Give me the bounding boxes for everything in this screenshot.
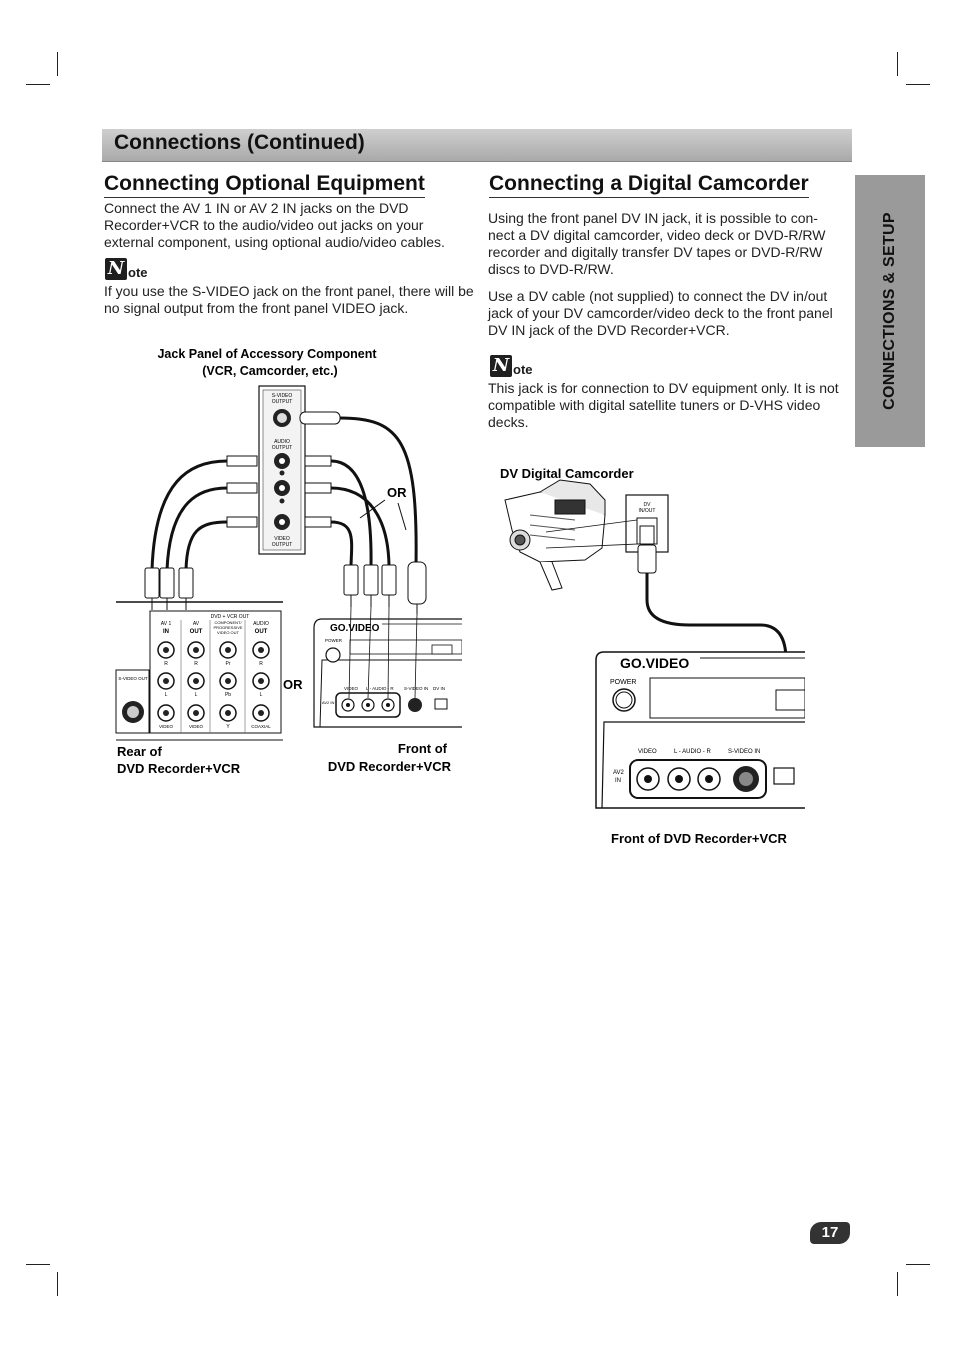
- rear-coaxial-label: COAXIAL: [251, 724, 271, 729]
- front-brand-right: GO.VIDEO: [620, 655, 689, 671]
- acc-audio-output-label: OUTPUT: [272, 445, 293, 451]
- front-caption-right: Front of DVD Recorder+VCR: [611, 831, 787, 846]
- optional-equipment-diagram: Jack Panel of Accessory Component (VCR, …: [115, 347, 462, 776]
- front-laudio-label-right: L - AUDIO - R: [674, 749, 711, 755]
- col-audio-out-label: OUT: [255, 629, 268, 635]
- front-av2-label-left: AV2 IN: [322, 700, 334, 705]
- right-heading: Connecting a Digital Camcorder: [489, 172, 809, 198]
- acc-svideo-output-label: OUTPUT: [272, 399, 293, 405]
- front-av2-label-right: AV2: [613, 770, 625, 776]
- dv-label-1: DV: [644, 502, 652, 508]
- rear-l-label-3: L: [260, 692, 263, 698]
- crop-mark: [57, 52, 58, 76]
- col-out-label: OUT: [190, 629, 203, 635]
- rear-caption-line2: DVD Recorder+VCR: [117, 761, 241, 776]
- note-icon: N: [490, 355, 512, 377]
- or-label-middle: OR: [283, 677, 303, 692]
- left-note-heading: N ote: [105, 258, 148, 280]
- front-in-label-right: IN: [615, 778, 621, 784]
- rear-l-label-2: L: [195, 692, 198, 698]
- col-audio-label: AUDIO: [253, 621, 269, 627]
- left-note-text: If you use the S-VIDEO jack on the front…: [104, 283, 474, 316]
- side-tab: CONNECTIONS & SETUP: [855, 175, 925, 447]
- front-svideo-label-right: S-VIDEO IN: [728, 749, 760, 755]
- or-label-top: OR: [387, 485, 407, 500]
- col-comp-label-1: COMPONENT/: [214, 620, 242, 625]
- front-dvin-label-left: DV IN: [433, 686, 445, 691]
- front-video-label-left: VIDEO: [344, 686, 359, 691]
- page-number: 17: [810, 1222, 850, 1244]
- note-icon: N: [105, 258, 127, 280]
- camcorder-caption: DV Digital Camcorder: [500, 466, 634, 481]
- diagram-title-line1: Jack Panel of Accessory Component: [157, 347, 377, 361]
- col-in-label: IN: [163, 629, 169, 635]
- page-title: Connections (Continued): [114, 131, 365, 154]
- acc-video-output-label: OUTPUT: [272, 542, 293, 548]
- rear-l-label-1: L: [165, 692, 168, 698]
- note-word: ote: [513, 362, 533, 377]
- rear-svideo-out-label: S-VIDEO OUT: [118, 676, 148, 681]
- rear-y-label: Y: [226, 724, 230, 730]
- crop-mark: [906, 84, 930, 85]
- rear-r-label-2: R: [194, 661, 198, 667]
- camcorder-illustration: [504, 479, 606, 591]
- front-caption-line2: DVD Recorder+VCR: [328, 759, 452, 774]
- front-power-right: POWER: [610, 679, 636, 686]
- acc-audio-label: AUDIO: [274, 439, 290, 445]
- front-video-label-right: VIDEO: [638, 749, 657, 755]
- rear-video-label-1: VIDEO: [159, 724, 174, 729]
- col-av-label: AV: [193, 621, 200, 627]
- rear-pb-label: Pb: [225, 692, 231, 698]
- crop-mark: [897, 1272, 898, 1296]
- rear-r-label-1: R: [164, 661, 168, 667]
- right-note-heading: N ote: [490, 355, 533, 377]
- section-banner: Connections (Continued): [102, 129, 852, 162]
- front-brand-left: GO.VIDEO: [330, 623, 380, 634]
- rear-r-label-3: R: [259, 661, 263, 667]
- left-heading: Connecting Optional Equipment: [104, 172, 425, 198]
- front-svideo-label-left: S-VIDEO IN: [404, 686, 428, 691]
- col-comp-label-3: VIDEO OUT: [217, 630, 240, 635]
- crop-mark: [897, 52, 898, 76]
- right-note-text: This jack is for connection to DV equipm…: [488, 380, 839, 430]
- rear-panel-header: DVD + VCR OUT: [211, 614, 250, 620]
- right-para2: Use a DV cable (not supplied) to connect…: [488, 288, 833, 338]
- col-av1-label: AV 1: [161, 621, 172, 627]
- rear-video-label-2: VIDEO: [189, 724, 204, 729]
- front-power-left: POWER: [325, 638, 343, 643]
- rear-pr-label: Pr: [226, 661, 231, 667]
- acc-video-label: VIDEO: [274, 536, 290, 542]
- left-intro: Connect the AV 1 IN or AV 2 IN jacks on …: [104, 200, 445, 250]
- note-word: ote: [128, 265, 148, 280]
- side-tab-label: CONNECTIONS & SETUP: [881, 212, 898, 410]
- front-caption-line1: Front of: [398, 741, 448, 756]
- dv-label-2: IN/OUT: [639, 508, 656, 514]
- digital-camcorder-diagram: DV Digital Camcorder DV IN/OUT GO.VIDEO …: [500, 466, 805, 846]
- acc-svideo-label: S-VIDEO: [272, 393, 293, 399]
- front-laudio-label-left: L - AUDIO - R: [366, 686, 394, 691]
- crop-mark: [26, 1264, 50, 1265]
- rear-caption-line1: Rear of: [117, 744, 162, 759]
- col-comp-label-2: PROGRESSIVE: [213, 625, 242, 630]
- crop-mark: [906, 1264, 930, 1265]
- right-para1: Using the front panel DV IN jack, it is …: [488, 210, 826, 277]
- crop-mark: [57, 1272, 58, 1296]
- crop-mark: [26, 84, 50, 85]
- diagram-title-line2: (VCR, Camcorder, etc.): [202, 364, 337, 378]
- power-button-left: [325, 647, 341, 663]
